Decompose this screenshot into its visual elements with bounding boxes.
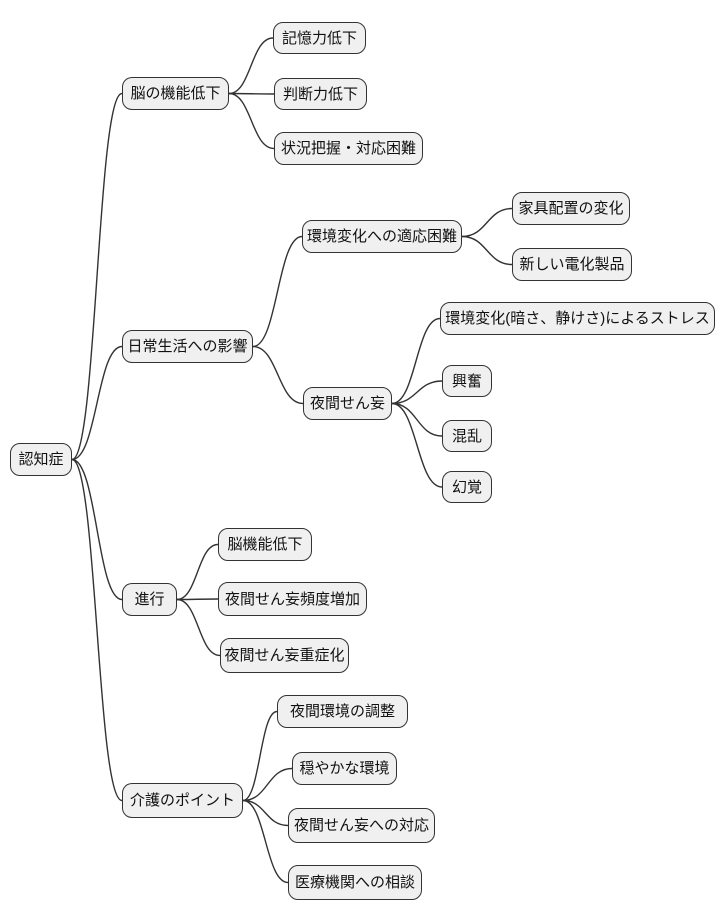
mindmap-node-agitation: 興奮 [442,365,492,397]
edge-progression-to-brain-function-decline [176,543,219,601]
edge-care-points-to-medical-consultation [242,799,289,884]
mindmap-node-confusion: 混乱 [442,420,492,452]
mindmap-node-judgment-decline: 判断力低下 [274,78,367,110]
mindmap-node-care-points: 介護のポイント [122,783,243,818]
mindmap-node-brain-function-decline: 脳機能低下 [218,528,312,561]
mindmap-node-env-adaptation-difficulty: 環境変化への適応困難 [302,220,462,253]
mindmap-node-delirium-frequency-increase: 夜間せん妄頻度増加 [218,582,367,616]
mindmap-node-new-appliances: 新しい電化製品 [512,248,632,281]
mindmap-node-hallucination: 幻覚 [442,471,492,503]
edge-brain-function-decline-branch-to-situation-grasp-difficulty [228,92,275,150]
edge-care-points-to-night-env-adjustment [242,710,278,802]
edge-night-delirium-to-hallucination [391,402,443,488]
mindmap-node-brain-function-decline-branch: 脳の機能低下 [122,77,229,110]
mindmap-node-night-env-adjustment: 夜間環境の調整 [277,695,408,728]
edge-progression-to-delirium-frequency-increase [176,598,219,601]
mindmap-node-calm-environment: 穏やかな環境 [292,752,397,785]
mindmap-node-memory-decline: 記憶力低下 [273,22,366,54]
mindmap-node-delirium-response: 夜間せん妄への対応 [288,808,435,843]
mindmap-node-delirium-worsening: 夜間せん妄重症化 [220,638,349,673]
edge-daily-life-impact-to-env-adaptation-difficulty [252,235,303,348]
mindmap-node-daily-life-impact: 日常生活への影響 [122,330,253,363]
edge-daily-life-impact-to-night-delirium [252,345,304,405]
edge-night-delirium-to-env-change-stress [391,317,441,405]
edge-night-delirium-to-agitation [391,380,443,405]
mindmap-node-night-delirium: 夜間せん妄 [303,387,392,420]
edge-progression-to-delirium-worsening [176,598,221,657]
mindmap-node-medical-consultation: 医療機関への相談 [288,865,422,900]
edge-night-delirium-to-confusion [391,402,443,437]
edge-root-to-progression [71,458,123,601]
mindmap-node-progression: 進行 [122,583,177,616]
edge-root-to-daily-life-impact [71,345,123,461]
mindmap-node-situation-grasp-difficulty: 状況把握・対応困難 [274,132,423,165]
edge-care-points-to-delirium-response [242,799,289,827]
edge-root-to-care-points [71,458,123,802]
edge-root-to-brain-function-decline-branch [71,92,123,461]
edge-env-adaptation-difficulty-to-new-appliances [461,235,513,266]
edge-brain-function-decline-branch-to-judgment-decline [228,92,275,95]
mindmap-node-env-change-stress: 環境変化(暗さ、静けさ)によるストレス [440,302,715,335]
mindmap-node-root: 認知症 [10,443,72,476]
edge-care-points-to-calm-environment [242,767,293,802]
edge-env-adaptation-difficulty-to-furniture-layout-change [461,207,513,238]
edge-brain-function-decline-branch-to-memory-decline [228,37,274,95]
mindmap-node-furniture-layout-change: 家具配置の変化 [512,192,630,225]
